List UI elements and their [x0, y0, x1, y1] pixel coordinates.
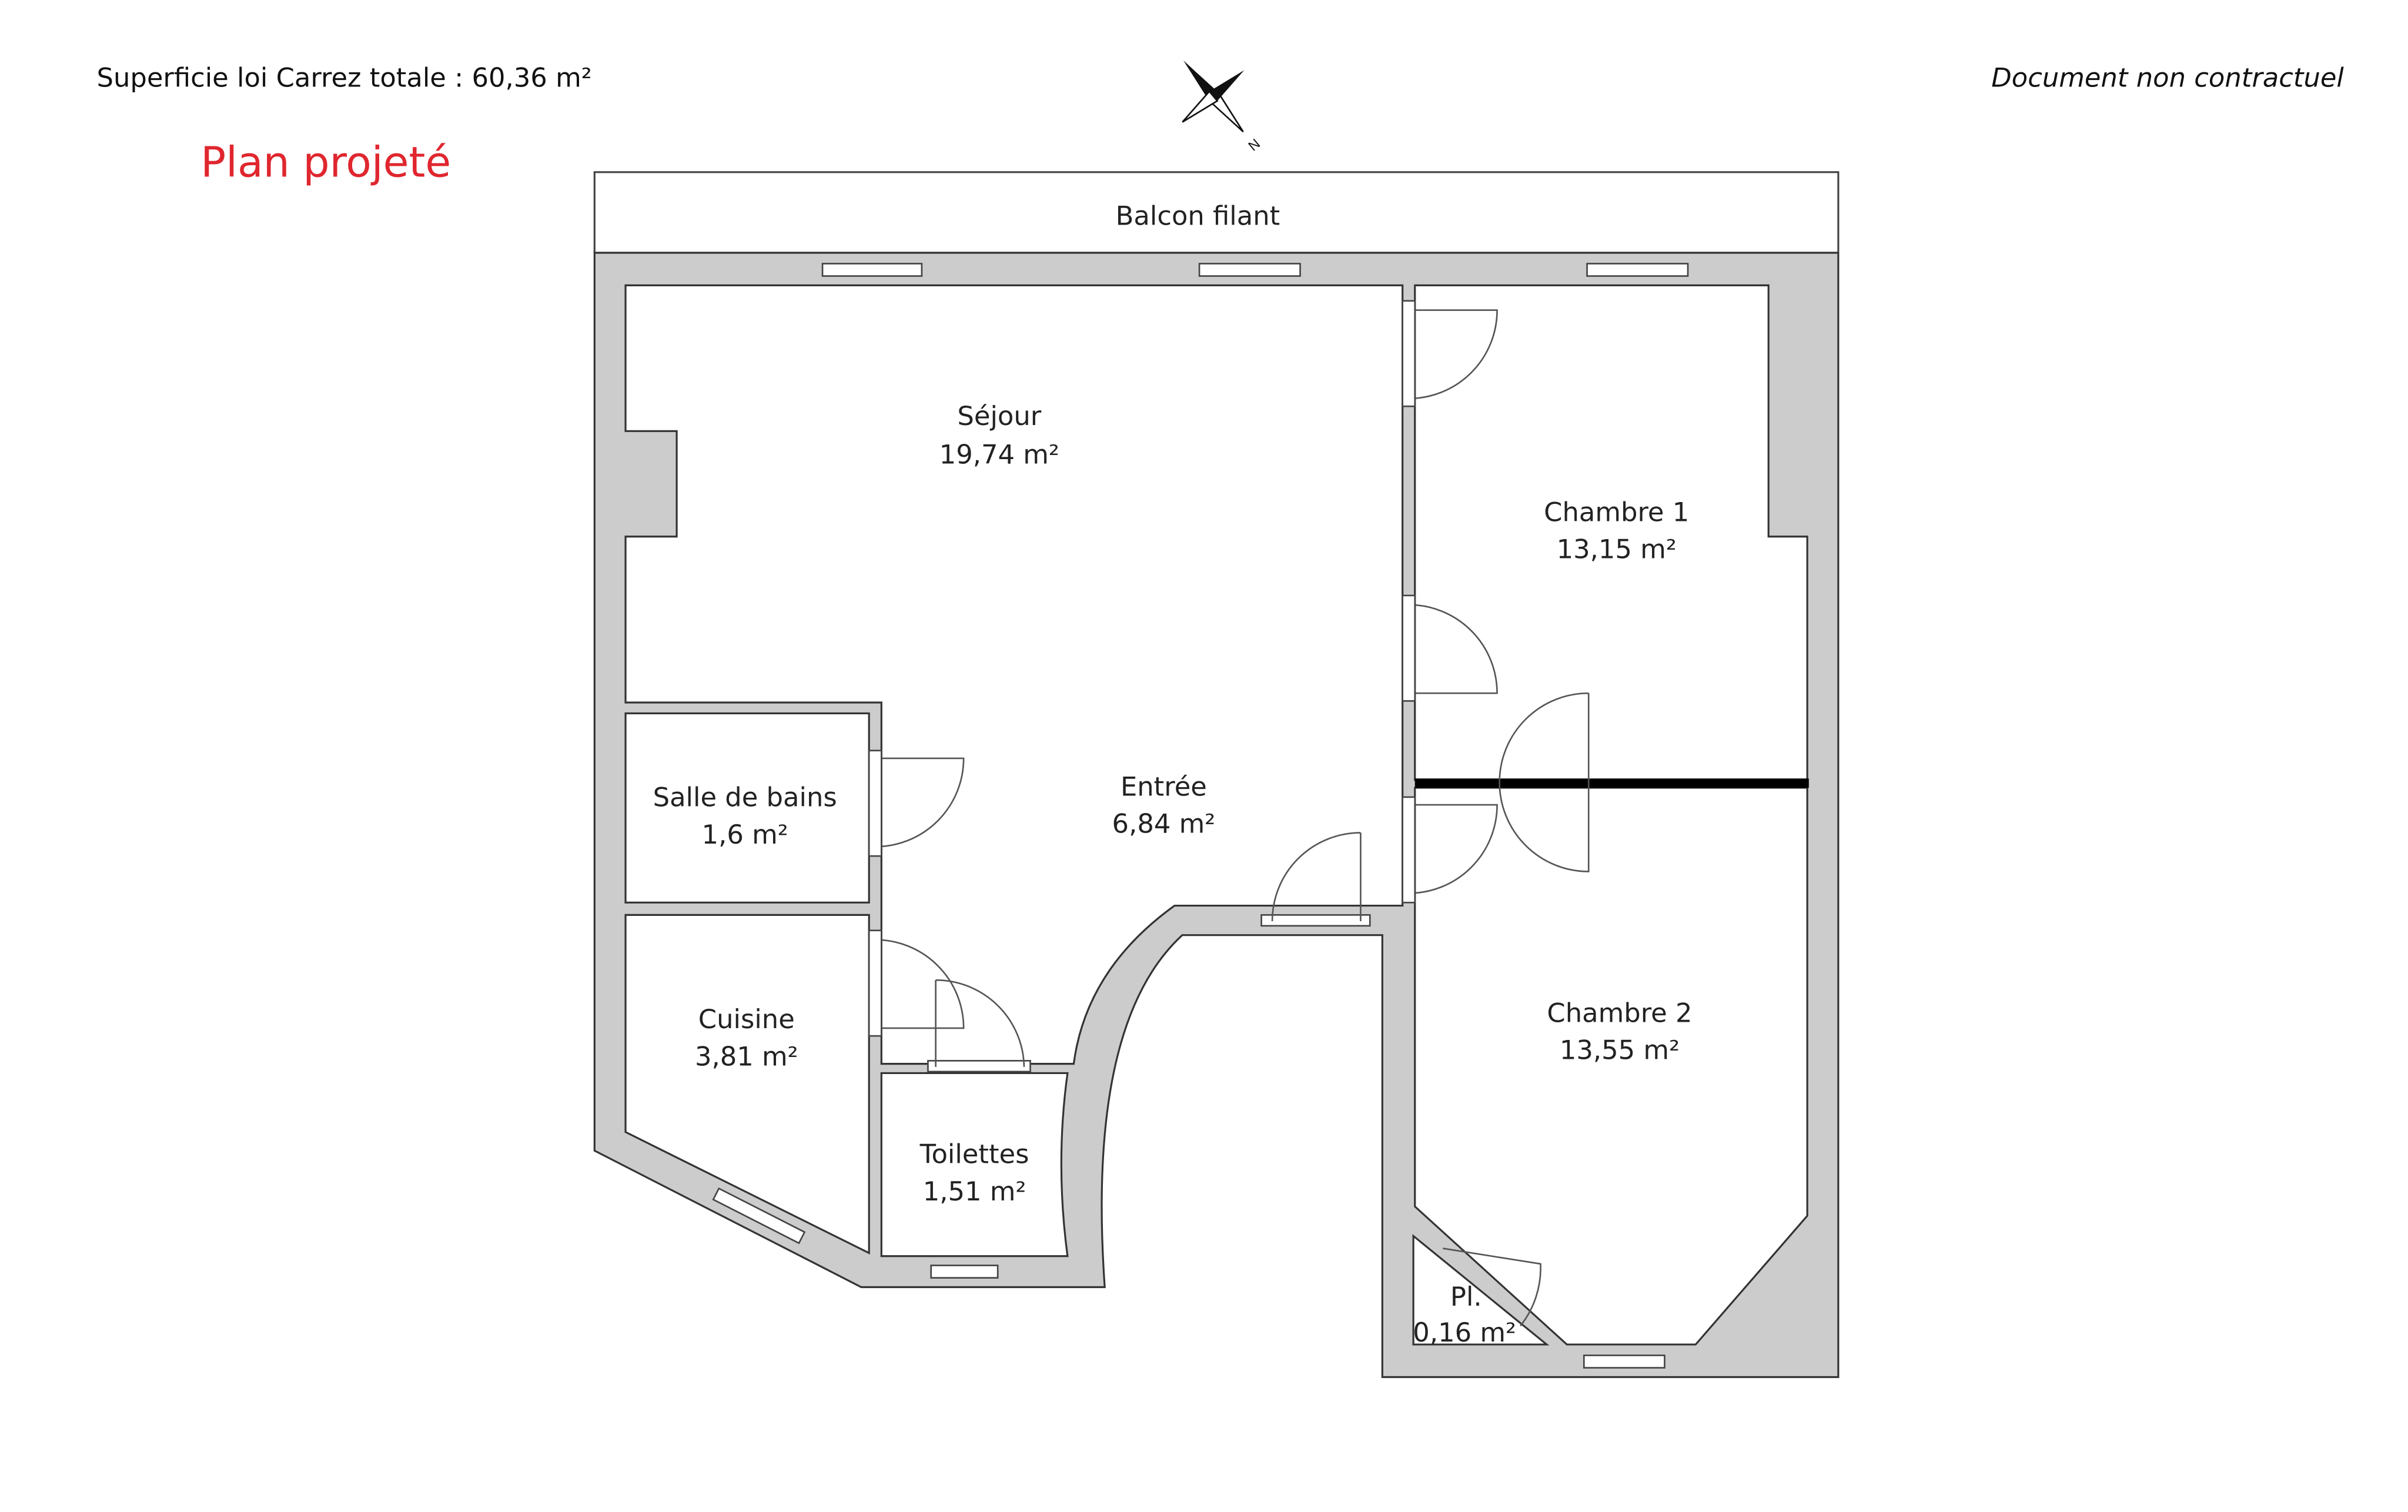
- room-name: Toilettes: [919, 1138, 1029, 1169]
- compass-icon: N: [1182, 60, 1263, 155]
- balcony: [593, 171, 1840, 254]
- room-chambre-2: [1414, 787, 1808, 1346]
- room-name: Cuisine: [698, 1003, 795, 1035]
- room-cuisine: [624, 914, 870, 1255]
- room-area: 6,84 m²: [1112, 808, 1216, 839]
- plan-title: Plan projeté: [200, 138, 451, 187]
- room-area: 0,16 m²: [1413, 1317, 1516, 1348]
- balcony-label: Balcon filant: [1116, 200, 1280, 232]
- room-sejour-entree: [624, 284, 1404, 1065]
- room-chambre-1: [1414, 284, 1808, 781]
- compass-north-label: N: [1246, 136, 1263, 155]
- room-name: Pl.: [1450, 1281, 1482, 1312]
- room-labels: Séjour 19,74 m² Entrée 6,84 m² Salle de …: [653, 400, 1693, 1348]
- room-area: 1,51 m²: [923, 1176, 1026, 1207]
- doors[interactable]: [868, 300, 1590, 1327]
- room-placard: [1412, 1234, 1550, 1346]
- room-salle-de-bains: [624, 712, 870, 904]
- room-name: Séjour: [957, 400, 1041, 431]
- room-name: Chambre 2: [1547, 997, 1692, 1028]
- room-name: Chambre 1: [1544, 496, 1689, 527]
- room-area: 13,15 m²: [1557, 534, 1677, 565]
- disclaimer-text: Document non contractuel: [1991, 62, 2344, 93]
- room-toilettes: [880, 1072, 1069, 1257]
- room-area: 1,6 m²: [702, 819, 788, 850]
- windows: [712, 263, 1689, 1369]
- room-area: 19,74 m²: [939, 439, 1059, 470]
- room-name: Salle de bains: [653, 782, 837, 813]
- room-area: 13,55 m²: [1560, 1035, 1680, 1066]
- total-surface-text: Superficie loi Carrez totale : 60,36 m²: [97, 62, 592, 93]
- room-area: 3,81 m²: [695, 1041, 798, 1072]
- room-name: Entrée: [1121, 771, 1207, 802]
